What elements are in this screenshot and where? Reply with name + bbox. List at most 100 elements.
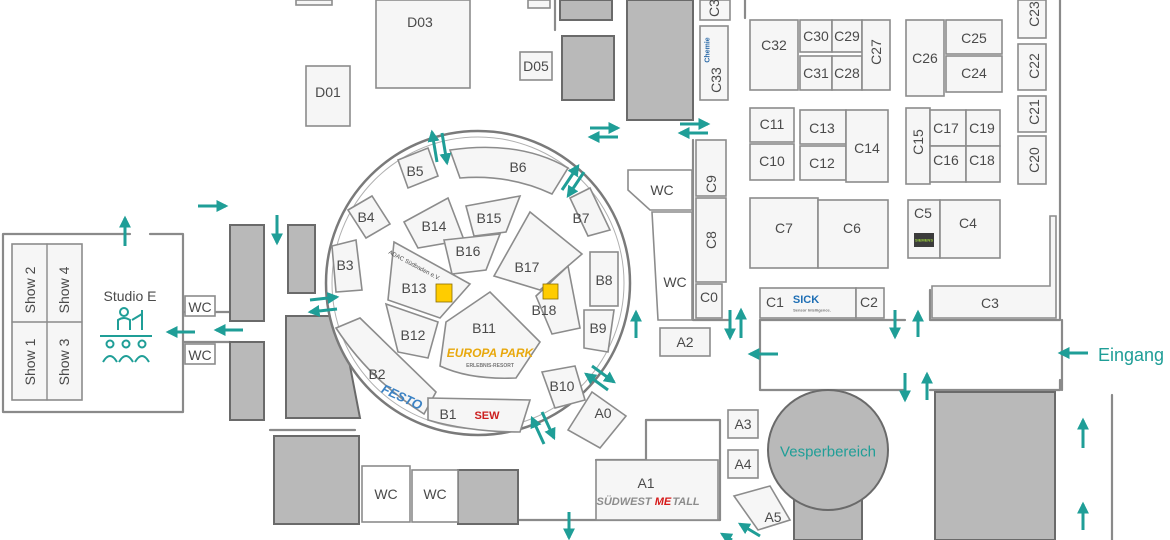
- booth-B11[interactable]: B11 EUROPA PARK ERLEBNIS-RESORT: [439, 290, 542, 380]
- vesperbereich[interactable]: Vesperbereich: [767, 389, 889, 511]
- booth-C21[interactable]: C21: [1017, 95, 1047, 133]
- wc-bottom-right[interactable]: WC: [411, 469, 459, 523]
- booth-C9[interactable]: C9: [695, 139, 727, 197]
- booth-A2[interactable]: A2: [659, 327, 711, 357]
- booth-C31[interactable]: C31: [799, 55, 833, 91]
- booth-C4[interactable]: C4: [939, 199, 1001, 259]
- booth-C25[interactable]: C25: [945, 19, 1003, 55]
- svg-text:B5: B5: [406, 163, 423, 179]
- booth-C6[interactable]: C6: [817, 199, 889, 269]
- wc-right-bottom[interactable]: WC: [651, 211, 693, 321]
- svg-text:C22: C22: [1026, 53, 1042, 79]
- svg-text:C8: C8: [703, 231, 719, 249]
- booth-B12[interactable]: B12: [384, 302, 439, 359]
- booth-C27[interactable]: C27: [861, 19, 891, 91]
- booth-B15[interactable]: B15: [465, 194, 522, 237]
- booth-B9[interactable]: B9: [583, 309, 615, 353]
- booth-D05[interactable]: D05: [519, 51, 553, 81]
- wc-studio-bottom[interactable]: WC: [184, 343, 216, 365]
- booth-C26[interactable]: C26: [905, 19, 945, 97]
- svg-text:B3: B3: [336, 257, 353, 273]
- svg-text:C12: C12: [809, 155, 835, 171]
- booth-B13[interactable]: B13 ADAC Südbaden e.V.: [387, 240, 472, 319]
- booth-C32[interactable]: C32: [749, 19, 799, 91]
- booth-C23[interactable]: C23: [1017, 0, 1047, 39]
- booth-D01[interactable]: D01: [305, 65, 351, 127]
- booth-C10[interactable]: C10: [749, 143, 795, 181]
- booth-C24[interactable]: C24: [945, 55, 1003, 93]
- booth-C7[interactable]: C7: [749, 197, 819, 269]
- booth-C22[interactable]: C22: [1017, 43, 1047, 91]
- booth-C2[interactable]: C2: [855, 287, 885, 319]
- svg-text:B15: B15: [477, 210, 502, 226]
- svg-text:WC: WC: [423, 486, 446, 502]
- europa-park-logo: EUROPA PARK: [447, 346, 535, 360]
- sick-logo: SICK: [793, 294, 819, 306]
- booth-B4[interactable]: B4: [346, 194, 392, 240]
- booth-B8[interactable]: B8: [589, 251, 619, 307]
- booth-C16[interactable]: C16: [929, 145, 967, 183]
- booth-C33[interactable]: C33 Chemie: [699, 25, 729, 101]
- booth-C13[interactable]: C13: [799, 109, 847, 145]
- suedwestmetall-logo-c: TALL: [672, 496, 700, 508]
- svg-text:C0: C0: [700, 289, 718, 305]
- booth-C18[interactable]: C18: [965, 145, 1001, 183]
- svg-text:C13: C13: [809, 120, 835, 136]
- booth-A4[interactable]: A4: [727, 449, 759, 479]
- booth-A5[interactable]: A5: [732, 485, 792, 531]
- booth-C5[interactable]: C5 SIEMENS: [907, 199, 941, 259]
- booth-C28[interactable]: C28: [831, 55, 863, 91]
- booth-A3[interactable]: A3: [727, 409, 759, 439]
- booth-B2[interactable]: B2 FESTO: [334, 317, 437, 416]
- booth-B5[interactable]: B5: [396, 146, 440, 190]
- booth-C1[interactable]: C1 SICK Sensor Intelligence.: [759, 287, 857, 319]
- booth-A0[interactable]: A0: [566, 390, 628, 450]
- svg-text:C17: C17: [933, 120, 959, 136]
- booth-C17[interactable]: C17: [929, 109, 967, 147]
- svg-text:A4: A4: [734, 456, 751, 472]
- booth-C30[interactable]: C30: [799, 19, 833, 53]
- studio-e[interactable]: Show 2 Show 4 Show 1 Show 3 Studio E: [11, 243, 156, 401]
- svg-text:Vesperbereich: Vesperbereich: [780, 444, 876, 461]
- svg-text:B18: B18: [532, 302, 557, 318]
- booth-B17[interactable]: B17: [492, 210, 584, 291]
- booth-C12[interactable]: C12: [799, 145, 847, 181]
- booth-D03[interactable]: D03: [375, 0, 471, 89]
- booth-C3[interactable]: C3: [931, 215, 1057, 319]
- entrance-label: Eingang: [1098, 345, 1164, 365]
- booth-B14[interactable]: B14: [402, 196, 466, 249]
- booth-C0[interactable]: C0: [695, 283, 723, 319]
- svg-text:B13: B13: [402, 280, 427, 296]
- booth-C29[interactable]: C29: [831, 19, 863, 53]
- svg-text:C29: C29: [834, 28, 860, 44]
- booth-B16[interactable]: B16: [443, 233, 502, 275]
- booth-B10[interactable]: B10: [540, 365, 586, 409]
- wc-right-top[interactable]: WC: [627, 169, 693, 211]
- booth-C3-top[interactable]: C3: [699, 0, 731, 21]
- svg-text:B14: B14: [422, 218, 447, 234]
- booth-B7[interactable]: B7: [568, 186, 612, 237]
- wc-studio-top[interactable]: WC: [184, 295, 216, 317]
- booth-A1[interactable]: A1 SÜDWEST ME TALL: [595, 459, 719, 521]
- svg-text:WC: WC: [374, 486, 397, 502]
- booth-B1[interactable]: B1 SEW: [427, 397, 532, 433]
- wc-bottom-left[interactable]: WC: [361, 465, 411, 523]
- booth-C20[interactable]: C20: [1017, 135, 1047, 185]
- chemie-logo: Chemie: [705, 37, 712, 62]
- europa-park-sub: ERLEBNIS-RESORT: [466, 363, 514, 369]
- svg-text:C18: C18: [969, 152, 995, 168]
- booth-C11[interactable]: C11: [749, 107, 795, 143]
- svg-text:C26: C26: [912, 50, 938, 66]
- booth-B3[interactable]: B3: [331, 239, 363, 293]
- booth-C15[interactable]: C15: [905, 107, 931, 185]
- c5-logo-text: SIEMENS: [915, 238, 933, 243]
- booth-B18[interactable]: B18: [532, 264, 581, 335]
- show-2-label: Show 2: [22, 266, 38, 313]
- svg-text:C11: C11: [760, 116, 785, 132]
- booth-C14[interactable]: C14: [845, 109, 889, 183]
- svg-text:WC: WC: [663, 274, 686, 290]
- svg-text:B1: B1: [439, 406, 456, 422]
- booth-C19[interactable]: C19: [965, 109, 1001, 147]
- booth-C8[interactable]: C8: [695, 197, 727, 283]
- svg-text:C33: C33: [708, 67, 724, 93]
